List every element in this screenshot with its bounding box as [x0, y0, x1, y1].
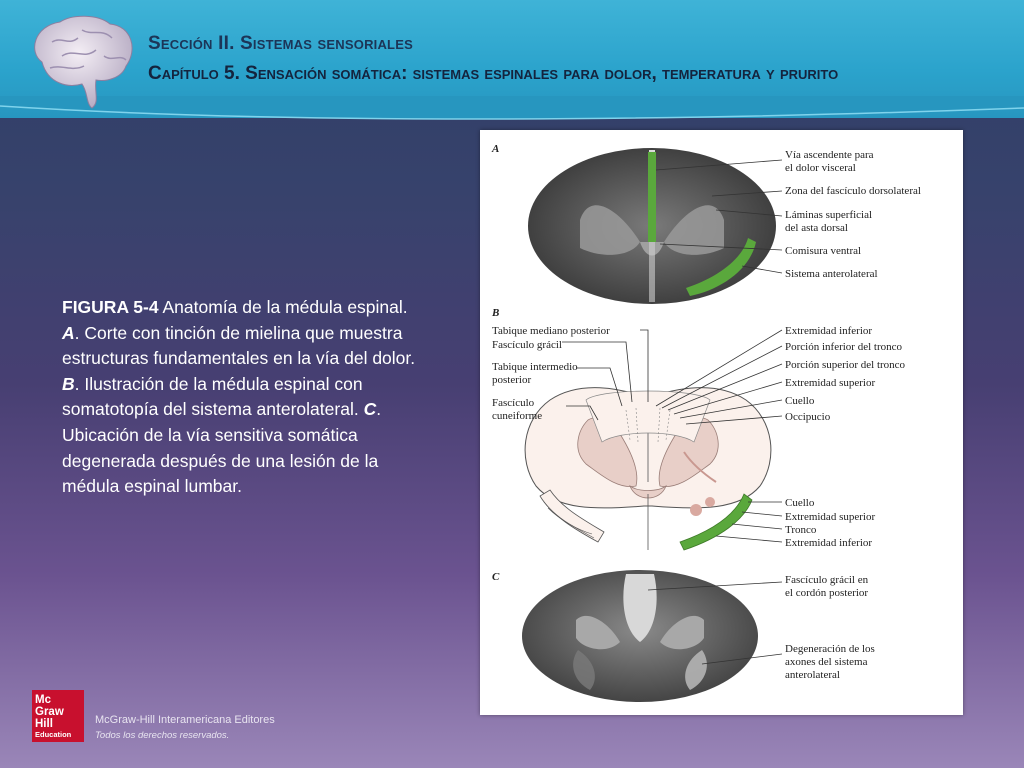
panel-a-letter: A: [491, 143, 499, 155]
panel-c-degeneration-section: [522, 570, 758, 702]
label-posterior-intermediate-septum-2: posterior: [492, 374, 531, 386]
label-dorsolateral-zone: Zona del fascículo dorsolateral: [785, 185, 921, 197]
label-cuneate-fasciculus: Fascículo: [492, 397, 535, 409]
label-dc-upper-trunk: Porción superior del tronco: [785, 359, 906, 371]
label-al-trunk: Tronco: [785, 524, 817, 536]
label-ascending-visceral-2: el dolor visceral: [785, 162, 856, 174]
spinal-cord-illustration: A Vía ascendente para el dolor visceral …: [491, 143, 921, 702]
label-anterolateral-system: Sistema anterolateral: [785, 268, 878, 280]
caption-letter-c: C: [363, 399, 377, 420]
label-dc-lower-limb: Extremidad inferior: [785, 325, 872, 337]
label-ascending-visceral: Vía ascendente para: [785, 149, 874, 161]
label-degeneration-3: anterolateral: [785, 669, 840, 681]
header-wave-divider: [0, 96, 1024, 120]
caption-intro: Anatomía de la médula espinal.: [158, 297, 408, 317]
panel-b-leader-lines: [562, 329, 783, 543]
chapter-title: Capítulo 5. Sensación somática: sistemas…: [148, 63, 839, 84]
label-posterior-intermediate-septum: Tabique intermedio: [492, 361, 578, 373]
label-al-lower-limb: Extremidad inferior: [785, 537, 872, 549]
panel-c-letter: C: [492, 571, 500, 583]
mcgraw-hill-logo: Mc Graw Hill Education: [32, 690, 84, 742]
panel-a-leader-lines: [655, 159, 783, 274]
label-posterior-median-septum: Tabique mediano posterior: [492, 325, 610, 337]
panel-c-leader-lines: [647, 581, 783, 665]
anterolateral-system-b: [679, 493, 753, 551]
figure-label: FIGURA 5-4: [62, 297, 159, 317]
figure-caption: FIGURA 5-4 Anatomía de la médula espinal…: [62, 295, 417, 500]
label-dc-upper-limb: Extremidad superior: [785, 377, 875, 389]
label-degeneration-2: axones del sistema: [785, 656, 868, 668]
caption-c-text: . Ubicación de la vía sensitiva somática…: [62, 399, 382, 497]
label-dc-occiput: Occipucio: [785, 411, 831, 423]
label-gracile-posterior-column: Fascículo grácil en: [785, 574, 869, 586]
caption-a-text: . Corte con tinción de mielina que muest…: [62, 322, 416, 369]
label-superficial-laminae-2: del asta dorsal: [785, 222, 848, 234]
rights-notice: Todos los derechos reservados.: [95, 730, 230, 741]
label-dc-lower-trunk: Porción inferior del tronco: [785, 341, 902, 353]
caption-b-text: . Ilustración de la médula espinal con s…: [62, 373, 364, 420]
brain-logo-icon: [34, 15, 133, 109]
anterolateral-system-a: [686, 238, 756, 296]
label-al-neck: Cuello: [785, 497, 815, 509]
label-gracile-fasciculus: Fascículo grácil: [492, 339, 562, 351]
panel-b-letter: B: [491, 307, 499, 319]
publisher-name: McGraw-Hill Interamericana Editores: [95, 714, 275, 726]
panel-b-cord-illustration: [524, 387, 772, 550]
label-al-upper-limb: Extremidad superior: [785, 511, 875, 523]
section-title: Sección II. Sistemas sensoriales: [148, 33, 413, 54]
label-ventral-commissure: Comisura ventral: [785, 245, 861, 257]
label-dc-neck: Cuello: [785, 395, 815, 407]
label-gracile-posterior-column-2: el cordón posterior: [785, 587, 868, 599]
label-cuneate-fasciculus-2: cuneiforme: [492, 410, 542, 422]
caption-letter-a: A: [62, 322, 75, 343]
visceral-pain-pathway: [648, 152, 656, 242]
label-degeneration: Degeneración de los: [785, 643, 875, 655]
label-superficial-laminae: Láminas superficial: [785, 209, 872, 221]
caption-letter-b: B: [62, 373, 75, 394]
spinal-cord-figure: A Vía ascendente para el dolor visceral …: [480, 130, 963, 715]
